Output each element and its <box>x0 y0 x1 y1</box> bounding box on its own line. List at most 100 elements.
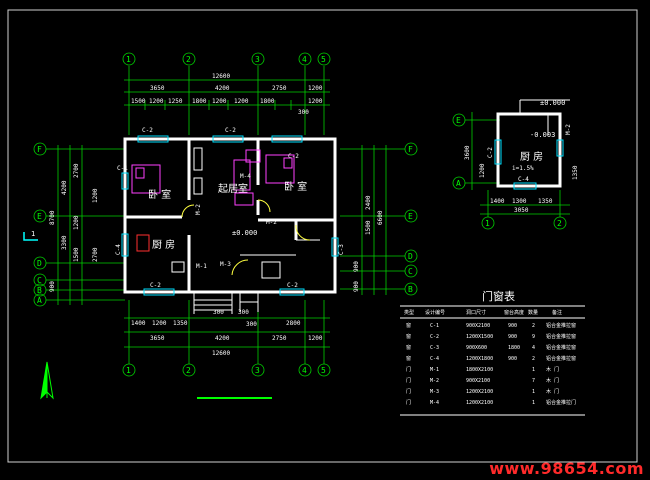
dim-left-d: 8700 <box>49 210 56 225</box>
entry-steps <box>193 292 259 314</box>
detail-dim-b: 1300 <box>512 198 527 205</box>
row5-note: 木 门 <box>546 366 559 373</box>
row6-size: 900X2100 <box>466 378 490 384</box>
label-c2-c: C-2 <box>288 153 299 160</box>
dim-bot-d: 300 <box>213 309 224 316</box>
windows <box>121 135 339 296</box>
schedule-header-note: 备注 <box>552 309 562 316</box>
label-c4: C-4 <box>115 244 122 255</box>
row6-type: 门 <box>406 377 411 384</box>
label-300b: 300 <box>246 321 257 328</box>
label-c2-e: C-2 <box>287 282 298 289</box>
walls <box>123 137 337 294</box>
dim-top-e: 1500 <box>131 98 146 105</box>
dim-left-f: 1500 <box>73 247 80 262</box>
axis-bottom-2: 2 <box>186 366 191 375</box>
dim-top-j: 1200 <box>234 98 249 105</box>
detail-room-kitchen: 厨 房 <box>520 150 543 163</box>
axis-left-D: D <box>37 259 42 268</box>
dim-top-k: 1800 <box>260 98 275 105</box>
axis-left-A: A <box>37 296 42 305</box>
schedule-row-5: 门 M-1 1800X2100 1 木 门 <box>406 366 559 373</box>
dim-top-b: 4200 <box>215 85 230 92</box>
row3-note: 铝合金推拉窗 <box>546 344 576 351</box>
dim-right-b: 1500 <box>365 220 372 235</box>
dim-top-l: 1200 <box>308 98 323 105</box>
top-axis-markers: 1 2 3 4 5 <box>122 52 331 66</box>
dim-top-d: 1200 <box>308 85 323 92</box>
dim-bot-b: 1200 <box>152 320 167 327</box>
dim-top-c: 2750 <box>272 85 287 92</box>
schedule-row-7: 门 M-3 1200X2100 1 木 门 <box>406 388 559 395</box>
furniture <box>131 147 295 279</box>
schedule-row-8: 门 M-4 1200X2100 1 铝合金推拉门 <box>406 399 576 406</box>
side-dimensions: 4200 2700 3300 8700 1200 1500 900 6600 1… <box>46 145 405 305</box>
dim-top-g: 1250 <box>168 98 183 105</box>
dim-right-d: 900 <box>353 261 360 272</box>
row8-type: 门 <box>406 399 411 406</box>
row7-type: 门 <box>406 388 411 395</box>
row5-size: 1800X2100 <box>466 367 493 373</box>
dim-top-f: 1200 <box>149 98 164 105</box>
detail-label-m2: M-2 <box>565 124 572 135</box>
detail-dim-a: 1400 <box>490 198 505 205</box>
row8-code: M-4 <box>430 400 439 406</box>
detail-dim-c: 1350 <box>538 198 553 205</box>
room-bedroom-right: 卧 室 <box>284 180 307 193</box>
axis-bottom-4: 4 <box>302 366 307 375</box>
label-c2-d: C-2 <box>150 282 161 289</box>
left-axis-markers: F E D C B A <box>33 142 47 307</box>
dim-right-c: 2400 <box>365 195 372 210</box>
dim-left-g: 900 <box>49 281 56 292</box>
row3-code: C-3 <box>430 345 439 351</box>
dim-bot-a: 1400 <box>131 320 146 327</box>
row1-qty: 2 <box>532 323 535 329</box>
row8-note: 铝合金推拉门 <box>546 399 576 406</box>
bottom-dimensions: 1400 1200 1350 300 300 2800 3650 4200 27… <box>124 300 330 364</box>
axis-bottom-3: 3 <box>255 366 260 375</box>
room-kitchen: 厨 房 <box>152 238 175 251</box>
label-c3: C-3 <box>338 244 345 255</box>
schedule-header-code: 设计编号 <box>425 309 445 316</box>
row6-code: M-2 <box>430 378 439 384</box>
axis-left-B: B <box>37 286 42 295</box>
row4-type: 窗 <box>406 355 411 362</box>
schedule-row-4: 窗 C-4 1200X1800 900 2 铝合金推拉窗 <box>406 355 576 362</box>
kitchen-detail-plan: E A 1 2 ±0.000 -0.003 厨 房 i=1.5% 1400 13… <box>452 99 579 230</box>
schedule-row-2: 窗 C-2 1200X1500 900 9 铝合金推拉窗 <box>406 333 576 340</box>
axis-bottom-1: 1 <box>126 366 131 375</box>
row2-qty: 9 <box>532 334 535 340</box>
row1-sill: 900 <box>508 323 517 329</box>
dim-top-300: 300 <box>298 109 309 116</box>
axis-right-E: E <box>408 212 413 221</box>
row5-type: 门 <box>406 366 411 373</box>
detail-axis-1: 1 <box>485 219 490 228</box>
door-window-schedule: 门窗表 类型 设计编号 洞口尺寸 窗台高度 数量 备注 窗 C-1 900X21… <box>400 289 585 416</box>
row1-size: 900X2100 <box>466 323 490 329</box>
schedule-title: 门窗表 <box>482 289 515 303</box>
dim-right-a: 6600 <box>377 210 384 225</box>
row2-sill: 900 <box>508 334 517 340</box>
label-m2-a: M-2 <box>195 204 202 215</box>
right-axis-markers: F E D C B <box>404 142 418 296</box>
schedule-header-qty: 数量 <box>528 309 538 316</box>
dim-bot-h: 4200 <box>215 335 230 342</box>
row8-size: 1200X2100 <box>466 400 493 406</box>
row3-size: 900X600 <box>466 345 487 351</box>
row1-type: 窗 <box>406 322 411 329</box>
detail-label-1200: 1200 <box>479 163 486 178</box>
floor-level: ±0.000 <box>232 229 257 237</box>
row3-type: 窗 <box>406 344 411 351</box>
room-living: 起居室 <box>218 182 248 195</box>
row4-sill: 900 <box>508 356 517 362</box>
row4-note: 铝合金推拉窗 <box>546 355 576 362</box>
schedule-row-1: 窗 C-1 900X2100 900 2 铝合金推拉窗 <box>406 322 576 329</box>
row2-code: C-2 <box>430 334 439 340</box>
detail-label-c2: C-2 <box>487 147 494 158</box>
label-c1: C-1 <box>117 165 128 172</box>
detail-dim-left: 3600 <box>464 145 471 160</box>
row5-qty: 1 <box>532 367 535 373</box>
axis-top-1: 1 <box>126 55 131 64</box>
row8-qty: 1 <box>532 400 535 406</box>
